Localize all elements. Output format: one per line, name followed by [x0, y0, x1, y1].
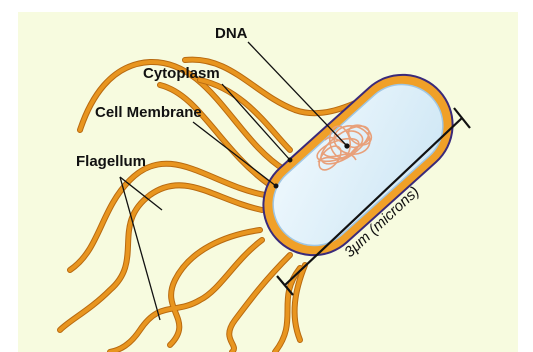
cytoplasm-label: Cytoplasm [143, 65, 220, 82]
dna-label: DNA [215, 25, 248, 42]
flagellum-label: Flagellum [76, 153, 146, 170]
cell-membrane-label: Cell Membrane [95, 104, 202, 121]
